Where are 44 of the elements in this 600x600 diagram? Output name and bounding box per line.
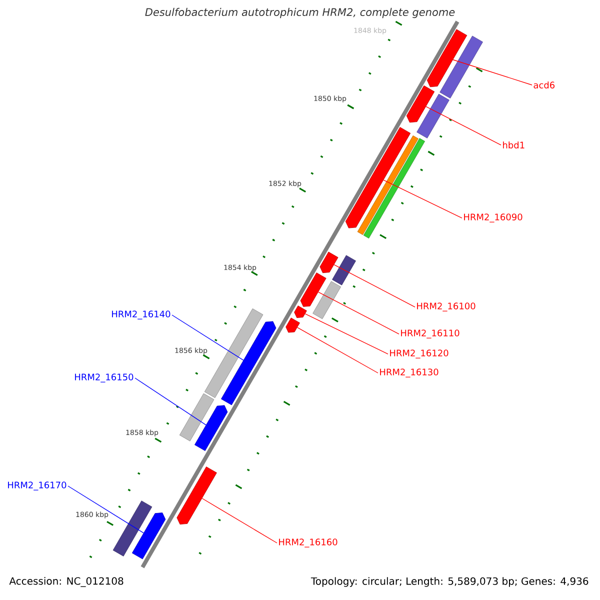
leader-line — [452, 59, 532, 86]
leader-line — [304, 313, 388, 354]
leader-line — [426, 106, 502, 146]
gene-block — [312, 281, 342, 320]
gene-label: HRM2_16100 — [417, 302, 476, 312]
gene-block — [221, 321, 276, 406]
gene-block — [363, 138, 425, 238]
gene-block — [440, 36, 483, 98]
info-text: Accession: NC_012108 — [9, 577, 124, 587]
gene-label: HRM2_16140 — [112, 310, 170, 320]
gene-block — [357, 135, 418, 235]
gene-block — [112, 500, 152, 556]
leader-line — [383, 180, 462, 218]
leader-line — [296, 327, 378, 374]
gene-block — [286, 318, 300, 333]
gene-block — [294, 306, 307, 318]
gene-label: HRM2_16110 — [401, 330, 460, 338]
gene-block — [179, 393, 214, 442]
gene-block — [332, 255, 356, 286]
leader-line — [134, 378, 206, 426]
gene-block — [406, 85, 435, 123]
gene-block — [194, 405, 228, 451]
info-text: Topology: circular; Length: 5,589,073 bp; Genes: 4,936 — [310, 577, 588, 587]
leader-line — [334, 264, 416, 308]
gene-label: HRM2_16120 — [390, 350, 448, 358]
gene-block — [426, 29, 468, 88]
gene-block — [176, 466, 217, 524]
gene-block — [320, 252, 338, 274]
gene-block — [345, 127, 411, 228]
gene-label: hbd1 — [503, 142, 524, 148]
gene-label: HRM2_16150 — [75, 374, 134, 382]
gene-block — [416, 94, 450, 138]
gene-block — [300, 272, 326, 307]
gene-label: HRM2_16170 — [8, 482, 66, 490]
leader-line — [318, 292, 400, 334]
leader-line — [202, 498, 278, 544]
title: Desulfobacterium autotrophicum HRM2, complete genome — [145, 8, 455, 18]
gene-label: acd6 — [534, 82, 555, 88]
gene-block — [132, 512, 166, 560]
gene-label: HRM2_16090 — [464, 214, 522, 222]
leader-line — [172, 314, 244, 361]
gene-label: HRM2_16130 — [380, 368, 438, 378]
gene-label: HRM2_16160 — [279, 538, 338, 548]
leader-line — [68, 486, 144, 534]
